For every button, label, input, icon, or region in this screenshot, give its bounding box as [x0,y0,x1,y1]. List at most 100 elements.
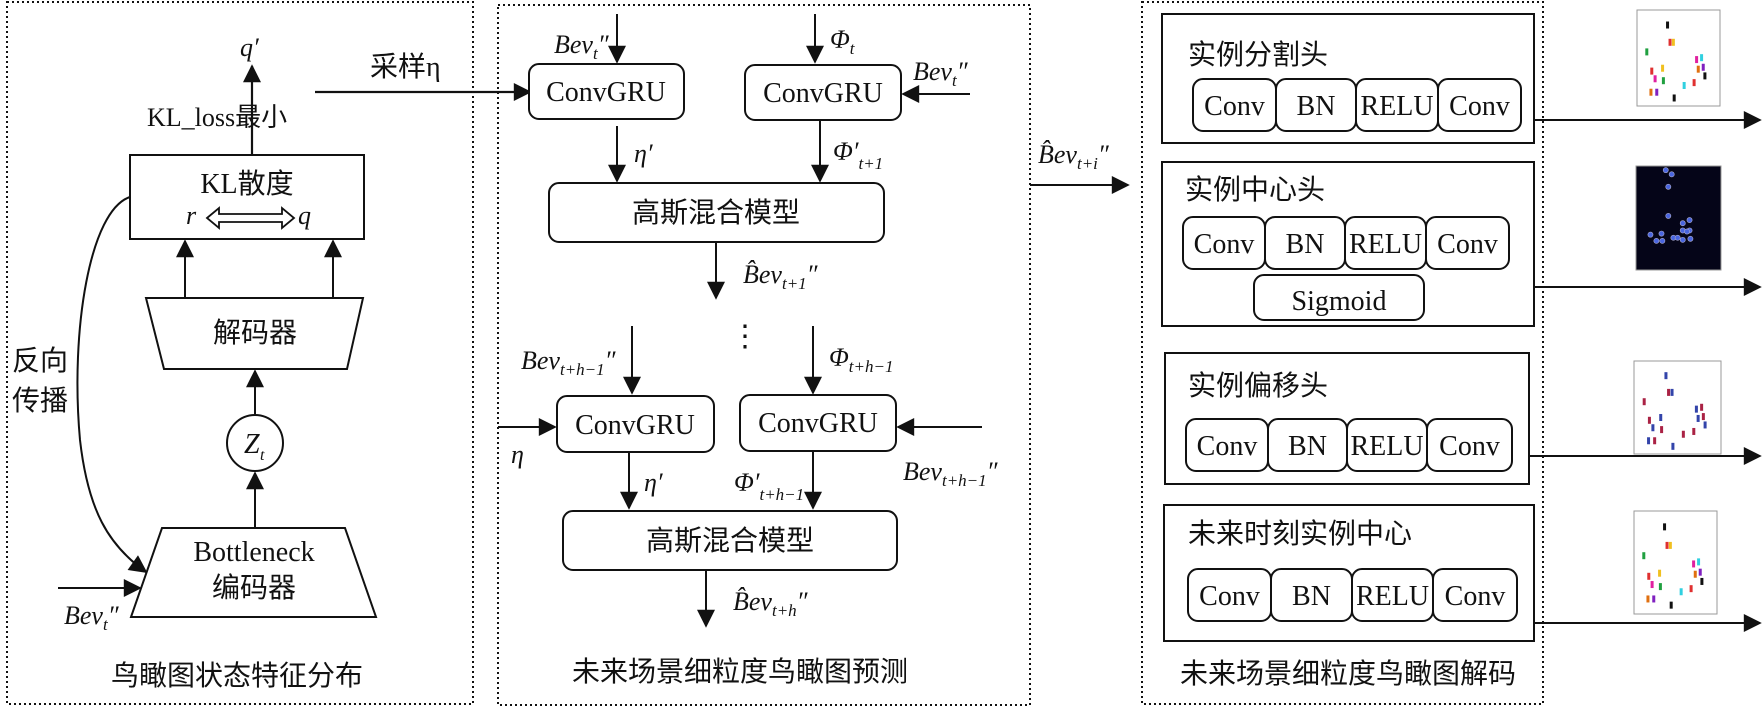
head-title: 未来时刻实例中心 [1188,518,1412,550]
gmm-label-top: 高斯混合模型 [632,197,800,229]
convgru-label-top-left: ConvGRU [546,77,666,108]
latent-zt-label: Z [244,429,260,460]
layer-block [1437,78,1522,132]
layer-label: RELU [1349,229,1422,260]
backprop-curve-arrow [76,196,148,574]
center-dot [1679,220,1686,227]
instance-mark [1647,416,1651,424]
layer-label: RELU [1360,91,1433,122]
layer-label: Conv [1199,581,1260,612]
instance-mark [1692,427,1696,435]
instance-mark [1697,558,1701,566]
bottom-right-input-label: Φt+h−1 [829,343,893,376]
convgru-label-top-right: ConvGRU [763,78,883,109]
instance-mark [1669,601,1673,609]
top-left-input-label: Bevt″ [554,30,610,63]
bottom-left-input-label: Bevt+h−1″ [521,346,617,379]
convgru-block-bottom-right [739,394,897,452]
output-label-bottom: B̂evt+h″ [733,587,809,620]
layer-label: Conv [1194,229,1255,260]
instance-mark [1696,414,1700,422]
instance-mark [1653,75,1657,83]
instance-mark [1666,21,1670,29]
layer-label: BN [1297,91,1336,122]
layer-label: Conv [1204,91,1265,122]
instance-mark [1650,581,1654,589]
decoder-label: 解码器 [213,317,297,349]
instance-mark [1645,48,1649,56]
center-dot [1684,228,1690,235]
instance-mark [1700,54,1704,62]
connector-label: B̂evt+i″ [1038,140,1110,173]
center-dot [1662,167,1669,174]
backprop-label-line2: 传播 [12,385,68,417]
encoder-label-line2: 编码器 [212,572,296,604]
middle-panel-caption: 未来场景细粒度鸟瞰图预测 [572,656,908,688]
instance-mark [1658,569,1662,577]
sampling-label: 采样η [370,51,441,83]
head-title: 实例中心头 [1185,174,1325,206]
instance-mark [1663,523,1667,531]
encoder-label-line1: Bottleneck [193,537,314,568]
instance-mark [1670,388,1674,396]
decoder-block [144,297,365,370]
center-dot [1665,183,1672,190]
output-label-top: B̂evt+1″ [743,260,819,293]
backprop-label-line1: 反向 [12,345,68,377]
layer-block [1426,418,1513,472]
instance-mark [1694,405,1698,413]
instance-mark [1672,94,1676,102]
instance-mark [1671,38,1675,46]
instance-mark [1698,568,1702,576]
kl-loss-label: KL_loss最小 [147,103,287,132]
right-panel-frame [1141,1,1544,705]
instance-mark [1661,77,1665,85]
instance-mark [1658,583,1662,591]
center-dot [1653,237,1660,244]
encoder-input-label: Bevt″ [64,601,120,634]
layer-label: Conv [1197,431,1258,462]
instance-mark [1692,560,1696,568]
center-dot [1668,171,1675,178]
instance-mark [1671,442,1675,450]
instance-mark [1700,577,1704,585]
center-dot [1674,234,1681,241]
top-right-input-label: Φt [830,25,856,58]
center-dot [1658,230,1665,237]
layer-label: BN [1286,229,1325,260]
kl-box-title: KL散度 [200,168,293,200]
convgru-label-bottom-left: ConvGRU [575,410,695,441]
double-arrow-icon [205,206,296,230]
phi-prime-label-top: Φ′t+1 [833,137,883,173]
layer-label: RELU [1350,431,1423,462]
instance-mark [1703,72,1707,80]
ellipsis: ⋮ [730,320,760,353]
eta-prime-label-bottom: η′ [644,468,663,497]
kl-q-label: q [298,201,311,230]
bottom-right-side-input-label: Bevt+h−1″ [903,457,999,490]
q-prime-label: q′ [240,33,259,62]
layer-label: Conv [1449,91,1510,122]
left-panel-caption: 鸟瞰图状态特征分布 [111,660,363,692]
instance-mark [1659,414,1663,422]
instance-mark [1661,64,1665,72]
instance-mark [1701,413,1705,421]
gmm-block-top [548,182,885,243]
instance-mark [1652,595,1656,603]
layer-label: Conv [1437,229,1498,260]
instance-mark [1664,372,1668,380]
convgru-block-top-left [528,63,685,120]
gmm-block-bottom [562,510,898,571]
instance-mark [1696,65,1700,73]
left-panel-frame [6,1,474,705]
kl-r-label: r [186,201,197,230]
gmm-label-bottom: 高斯混合模型 [646,525,814,557]
instance-mark [1655,88,1659,96]
phi-prime-label-bottom: Φ′t+h−1 [734,468,804,504]
center-dot [1679,236,1686,243]
instance-mark [1649,88,1653,96]
convgru-block-bottom-left [556,395,715,453]
